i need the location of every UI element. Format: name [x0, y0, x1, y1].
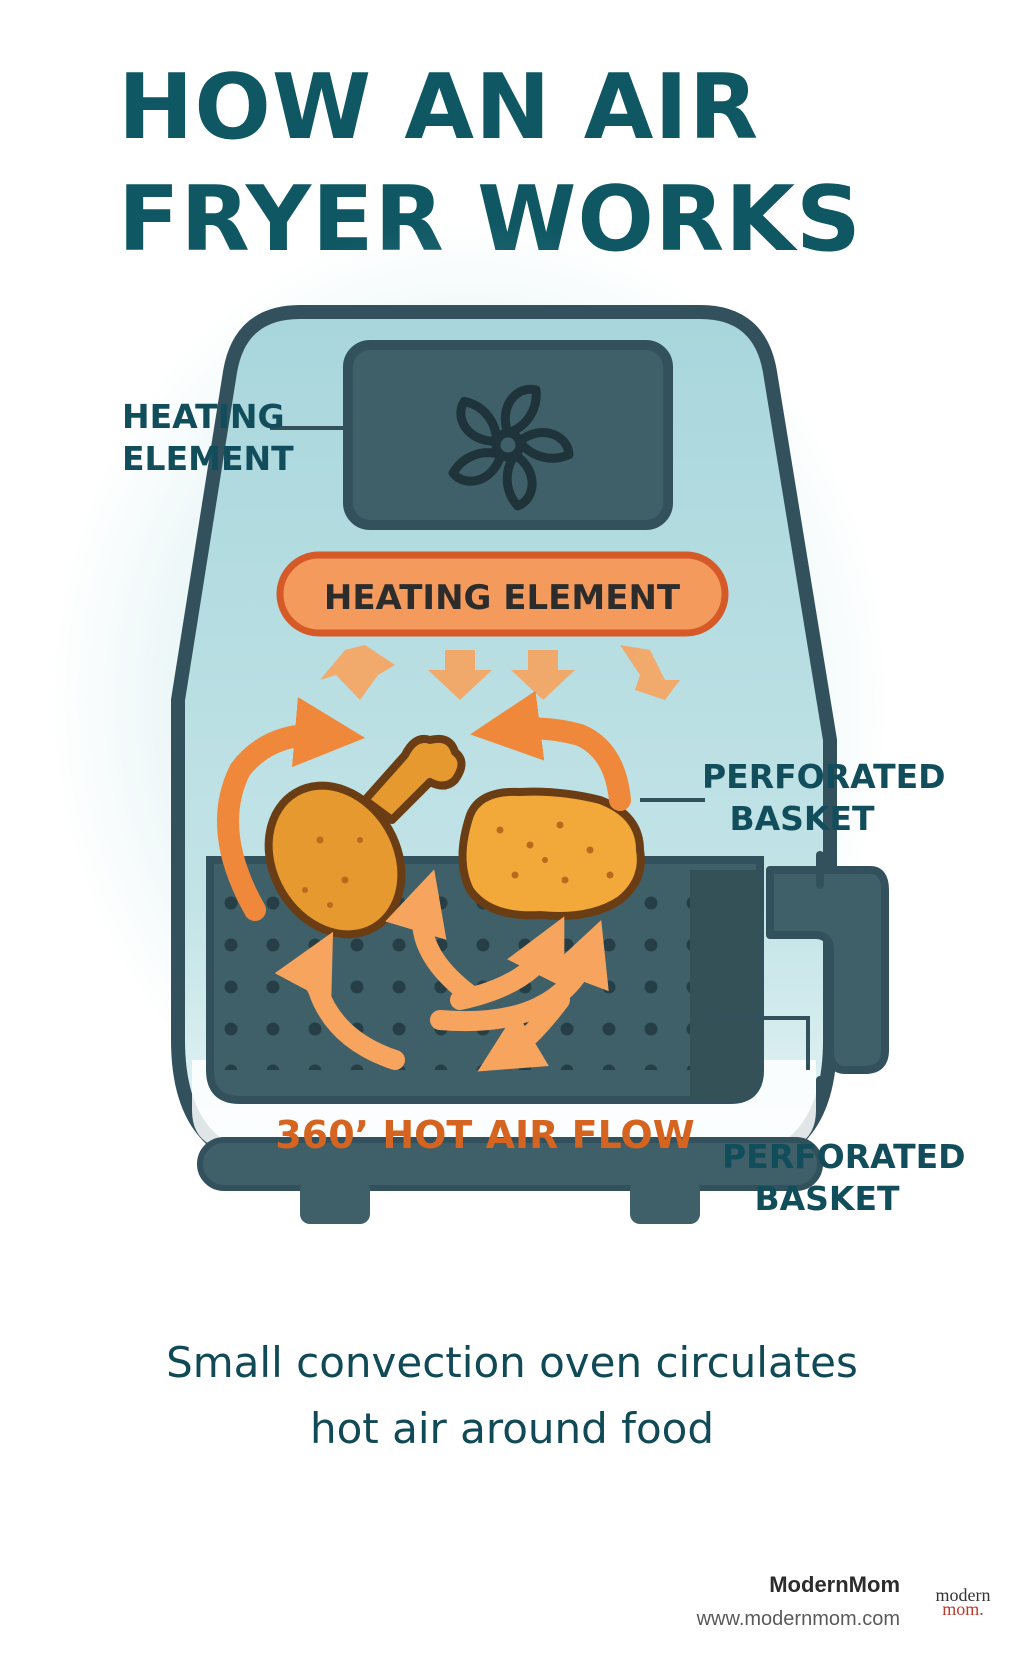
basket-arrow-1: [274, 931, 405, 1070]
callout-heating-line-1: HEATING: [122, 397, 285, 436]
drumstick-meat: [264, 781, 406, 939]
leader-line-basket-lower: [710, 1016, 810, 1070]
fryer-base: [197, 1137, 823, 1191]
fryer-foot-left: [300, 1180, 370, 1224]
title-line-1: HOW AN AIR: [118, 55, 760, 160]
heat-arrow-4: [620, 645, 680, 700]
drumstick-speckles: [302, 836, 363, 908]
basket-arrow-5: [450, 916, 565, 1010]
brand-logo-line-2: mom.: [942, 1599, 984, 1619]
callout-heating-line-2: ELEMENT: [122, 439, 294, 478]
nugget-speckles: [496, 821, 614, 884]
brand-url[interactable]: www.modernmom.com: [696, 1608, 900, 1630]
callout-basket-upper-line-1: PERFORATED: [702, 757, 946, 796]
chicken-drumstick-icon: [264, 734, 466, 939]
nugget-icon: [458, 787, 645, 920]
heat-arrows: [320, 645, 680, 700]
brand-name: ModernMom: [769, 1572, 900, 1597]
heating-element-bar: [276, 551, 729, 637]
brand-logo: modern mom.: [925, 1585, 1001, 1619]
callout-basket-lower-line-2: BASKET: [754, 1179, 900, 1218]
basket-handle: [766, 866, 889, 1074]
heat-arrow-3: [511, 650, 575, 700]
callout-perforated-basket-lower: PERFORATED BASKET: [722, 1136, 966, 1220]
arrow-left-loop: [217, 697, 366, 921]
basket-arrow-4: [477, 990, 570, 1072]
callout-basket-upper-line-2: BASKET: [729, 799, 875, 838]
caption: Small convection oven circulates hot air…: [0, 1330, 1024, 1462]
airflow-label: 360’ HOT AIR FLOW: [275, 1113, 694, 1157]
heat-arrow-1: [320, 645, 395, 700]
callout-heating-element: HEATING ELEMENT: [122, 396, 294, 480]
heating-element-label: HEATING ELEMENT: [324, 578, 681, 618]
basket-front-panel: [690, 870, 760, 1100]
drumstick-bone: [361, 734, 466, 824]
arrow-right-loop: [470, 690, 631, 811]
caption-line-1: Small convection oven circulates: [166, 1338, 858, 1387]
brand-logo-line-1: modern: [935, 1585, 991, 1605]
basket-airflow-arrows: [274, 869, 609, 1072]
callout-perforated-basket-upper: PERFORATED BASKET: [702, 756, 946, 840]
caption-line-2: hot air around food: [309, 1404, 715, 1453]
page-title: HOW AN AIR FRYER WORKS: [118, 52, 862, 276]
fryer-foot-right: [630, 1180, 700, 1224]
callout-basket-lower-line-1: PERFORATED: [722, 1137, 966, 1176]
heat-arrow-2: [428, 650, 492, 700]
nugget-shape: [458, 787, 645, 920]
basket-arrow-3: [430, 920, 609, 1032]
circulation-arrows: [217, 690, 631, 921]
fan-icon: [448, 384, 574, 511]
basket-arrow-2: [385, 869, 480, 1005]
